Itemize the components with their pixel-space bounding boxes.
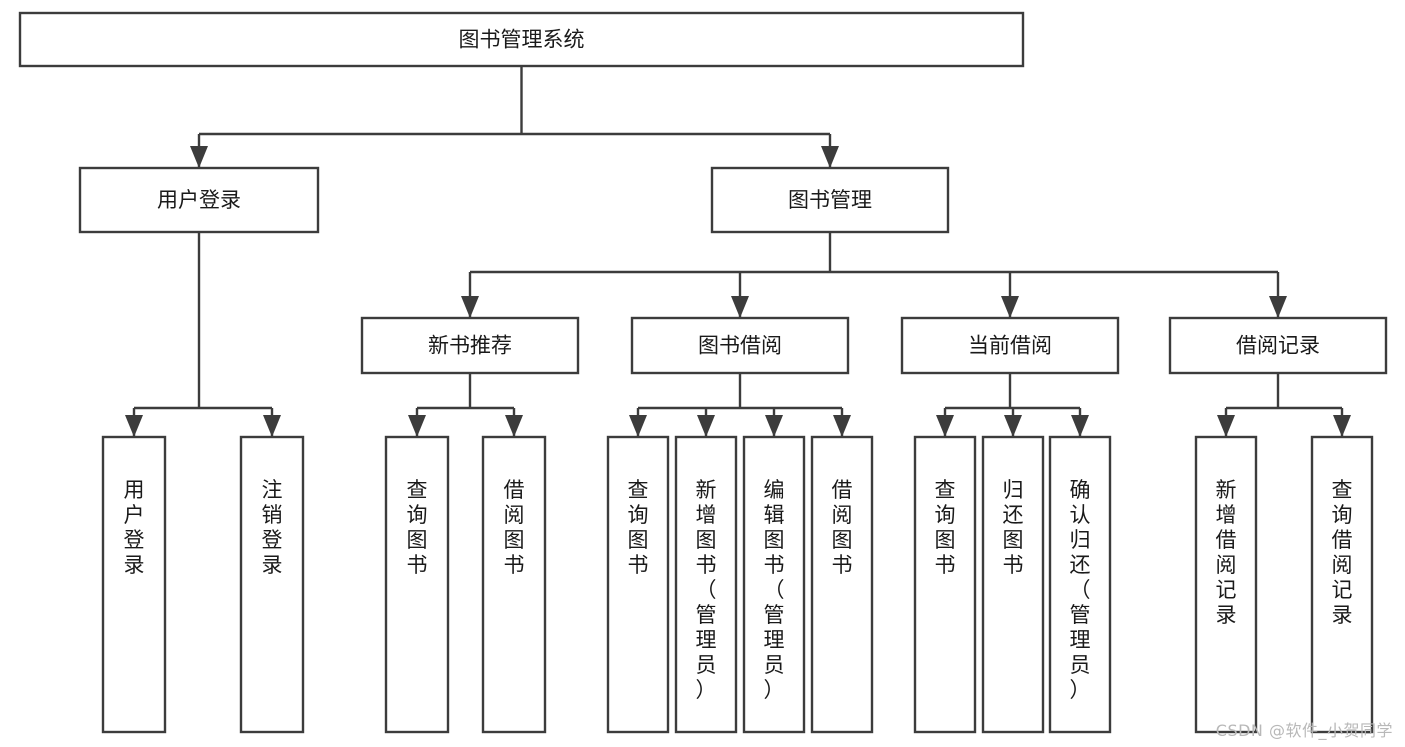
node-用户登录[interactable]: 用户登录 <box>78 166 320 234</box>
arrow-head-icon <box>1217 415 1235 437</box>
node-归还图书[interactable]: 归还图书 <box>981 435 1045 734</box>
node-注销登录[interactable]: 注销登录 <box>239 435 305 734</box>
node-box-借阅图书[interactable] <box>810 435 874 734</box>
node-box-借阅记录[interactable] <box>1168 316 1388 375</box>
node-label-图书管理: 图书管理 <box>788 188 872 212</box>
arrow-head-icon <box>765 415 783 437</box>
node-label-查询借阅记录: 查询借阅记录 <box>1332 478 1353 627</box>
node-box-图书借阅[interactable] <box>630 316 850 375</box>
node-查询图书[interactable]: 查询图书 <box>913 435 977 734</box>
node-新增借阅记录[interactable]: 新增借阅记录 <box>1194 435 1258 734</box>
node-图书借阅[interactable]: 图书借阅 <box>630 316 850 375</box>
arrow-head-icon <box>125 415 143 437</box>
node-box-图书管理[interactable] <box>710 166 950 234</box>
arrow-head-icon <box>821 146 839 168</box>
node-box-查询借阅记录[interactable] <box>1310 435 1374 734</box>
node-label-查询图书: 查询图书 <box>935 478 956 577</box>
node-label-当前借阅: 当前借阅 <box>968 334 1052 358</box>
arrow-head-icon <box>1004 415 1022 437</box>
node-label-图书借阅: 图书借阅 <box>698 334 782 358</box>
node-box-新增图书管理员[interactable] <box>674 435 738 734</box>
node-label-借阅记录: 借阅记录 <box>1236 334 1320 358</box>
arrow-head-icon <box>1269 296 1287 318</box>
node-box-确认归还管理员[interactable] <box>1048 435 1112 734</box>
node-box-查询图书[interactable] <box>606 435 670 734</box>
node-label-借阅图书: 借阅图书 <box>504 478 525 577</box>
node-图书管理[interactable]: 图书管理 <box>710 166 950 234</box>
node-借阅图书[interactable]: 借阅图书 <box>810 435 874 734</box>
node-编辑图书管理员[interactable]: 编辑图书（管理员） <box>742 435 806 734</box>
arrow-head-icon <box>936 415 954 437</box>
node-查询图书[interactable]: 查询图书 <box>384 435 450 734</box>
node-借阅记录[interactable]: 借阅记录 <box>1168 316 1388 375</box>
node-box-新增借阅记录[interactable] <box>1194 435 1258 734</box>
node-label-归还图书: 归还图书 <box>1003 478 1024 577</box>
arrow-head-icon <box>461 296 479 318</box>
node-图书管理系统[interactable]: 图书管理系统 <box>18 11 1025 68</box>
node-label-用户登录: 用户登录 <box>124 478 145 577</box>
arrow-head-icon <box>833 415 851 437</box>
node-查询借阅记录[interactable]: 查询借阅记录 <box>1310 435 1374 734</box>
node-box-注销登录[interactable] <box>239 435 305 734</box>
arrow-head-icon <box>1071 415 1089 437</box>
node-box-图书管理系统[interactable] <box>18 11 1025 68</box>
node-box-当前借阅[interactable] <box>900 316 1120 375</box>
arrow-head-icon <box>408 415 426 437</box>
node-用户登录[interactable]: 用户登录 <box>101 435 167 734</box>
node-box-编辑图书管理员[interactable] <box>742 435 806 734</box>
node-label-确认归还管理员: 确认归还（管理员） <box>1070 478 1091 702</box>
node-label-查询图书: 查询图书 <box>628 478 649 577</box>
node-新增图书管理员[interactable]: 新增图书（管理员） <box>674 435 738 734</box>
connector-layer <box>125 66 1351 437</box>
arrow-head-icon <box>190 146 208 168</box>
node-label-新增借阅记录: 新增借阅记录 <box>1216 478 1237 627</box>
node-label-借阅图书: 借阅图书 <box>832 478 853 577</box>
node-label-用户登录: 用户登录 <box>157 188 241 212</box>
arrow-head-icon <box>697 415 715 437</box>
node-layer: 图书管理系统用户登录图书管理新书推荐图书借阅当前借阅借阅记录用户登录注销登录查询… <box>18 11 1388 734</box>
arrow-head-icon <box>1333 415 1351 437</box>
arrow-head-icon <box>629 415 647 437</box>
node-box-用户登录[interactable] <box>78 166 320 234</box>
node-box-查询图书[interactable] <box>384 435 450 734</box>
node-box-用户登录[interactable] <box>101 435 167 734</box>
node-借阅图书[interactable]: 借阅图书 <box>481 435 547 734</box>
node-确认归还管理员[interactable]: 确认归还（管理员） <box>1048 435 1112 734</box>
node-box-查询图书[interactable] <box>913 435 977 734</box>
arrow-head-icon <box>263 415 281 437</box>
node-label-编辑图书管理员: 编辑图书（管理员） <box>764 478 785 702</box>
node-查询图书[interactable]: 查询图书 <box>606 435 670 734</box>
node-box-新书推荐[interactable] <box>360 316 580 375</box>
node-当前借阅[interactable]: 当前借阅 <box>900 316 1120 375</box>
node-box-借阅图书[interactable] <box>481 435 547 734</box>
node-label-查询图书: 查询图书 <box>407 478 428 577</box>
arrow-head-icon <box>731 296 749 318</box>
node-label-图书管理系统: 图书管理系统 <box>459 28 585 52</box>
node-label-新增图书管理员: 新增图书（管理员） <box>696 478 717 702</box>
node-label-注销登录: 注销登录 <box>262 478 283 577</box>
node-label-新书推荐: 新书推荐 <box>428 334 512 358</box>
arrow-head-icon <box>505 415 523 437</box>
node-新书推荐[interactable]: 新书推荐 <box>360 316 580 375</box>
node-box-归还图书[interactable] <box>981 435 1045 734</box>
arrow-head-icon <box>1001 296 1019 318</box>
